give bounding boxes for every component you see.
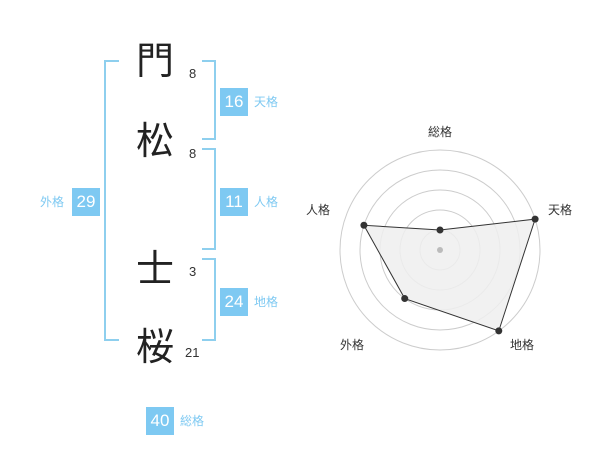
radar-point <box>360 221 368 229</box>
tenkaku-bracket <box>202 60 216 140</box>
radar-label-gaikaku: 外格 <box>340 338 365 352</box>
soukaku-label: 総格 <box>180 414 205 428</box>
stroke-count-3: 3 <box>189 264 197 279</box>
name-char-3: 士 <box>135 247 174 291</box>
name-char-2: 松 <box>135 119 174 163</box>
radar-label-chikaku: 地格 <box>510 338 535 352</box>
radar-label-tenkaku: 天格 <box>548 203 573 217</box>
radar-point <box>401 295 409 303</box>
radar-center-dot <box>437 247 443 253</box>
tenkaku-badge: 16 <box>220 88 248 116</box>
gaikaku-bracket <box>104 60 119 341</box>
gaikaku-badge: 29 <box>72 188 100 216</box>
jinkaku-label: 人格 <box>254 195 279 209</box>
radar-points <box>360 215 539 335</box>
tenkaku-label: 天格 <box>254 95 279 109</box>
soukaku-badge: 40 <box>146 407 174 435</box>
chikaku-label: 地格 <box>254 295 279 309</box>
radar-label-soukaku: 総格 <box>428 125 453 139</box>
name-char-4: 桜 <box>135 325 174 369</box>
jinkaku-bracket <box>202 148 216 250</box>
stroke-count-4: 21 <box>185 345 200 360</box>
radar-point <box>531 215 539 223</box>
name-char-1: 門 <box>135 39 174 83</box>
gaikaku-label: 外格 <box>40 195 65 209</box>
stroke-count-1: 8 <box>189 66 197 81</box>
jinkaku-badge: 11 <box>220 188 248 216</box>
stroke-count-2: 8 <box>189 146 197 161</box>
radar-point <box>495 327 503 335</box>
chikaku-badge: 24 <box>220 288 248 316</box>
radar-label-jinkaku: 人格 <box>306 203 331 217</box>
chikaku-bracket <box>202 258 216 341</box>
radar-point <box>436 226 444 234</box>
radar-polygon <box>363 218 536 332</box>
radar-ring <box>339 149 541 351</box>
